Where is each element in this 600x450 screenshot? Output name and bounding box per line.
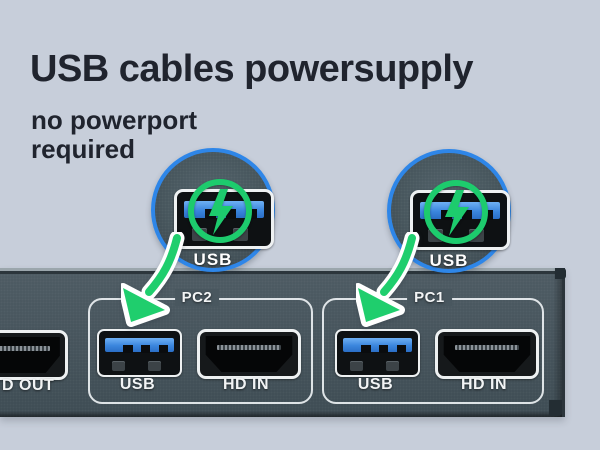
hdmi-in-hole-pc2 — [205, 335, 293, 373]
hdmi-pins-icon — [454, 345, 520, 350]
hdmi-in-label-pc2: HD IN — [222, 376, 270, 393]
subtitle-text: no powerport required — [31, 106, 197, 164]
usb-port-pc2 — [97, 329, 182, 377]
hdmi-pins-icon — [216, 345, 282, 350]
hdmi-in-port-pc1 — [435, 329, 539, 379]
hdmi-pins-icon — [0, 346, 51, 351]
panel-edge-notch-bottom — [549, 400, 562, 416]
callout-usb-label: USB — [193, 250, 233, 269]
hdmi-in-hole-pc1 — [443, 335, 531, 373]
panel-edge-notch-top — [555, 268, 566, 279]
hdmi-in-label-pc1: HD IN — [460, 376, 508, 393]
hdmi-out-port — [0, 330, 68, 380]
subtitle-line-2: required — [31, 134, 136, 164]
port-group-pc1: PC1 — [322, 289, 544, 404]
subtitle-line-1: no powerport — [31, 105, 198, 135]
usb-label-pc2: USB — [119, 376, 156, 393]
arrow-down-left-icon — [121, 232, 185, 327]
lightning-icon — [209, 189, 233, 235]
group-label-pc2: PC2 — [174, 289, 220, 306]
hdmi-in-port-pc2 — [197, 329, 301, 379]
callout-usb-label: USB — [429, 251, 469, 270]
callout-usb-power-right: USB — [387, 149, 511, 273]
arrow-down-left-icon — [356, 232, 420, 327]
group-label-pc1: PC1 — [407, 289, 452, 306]
power-ring-icon — [188, 179, 252, 243]
hdmi-out-label: D OUT — [2, 377, 55, 394]
usb-connector-tab — [342, 338, 413, 354]
usb-port-pc1 — [335, 329, 420, 377]
usb-connector-tab — [104, 338, 175, 354]
power-ring-icon — [424, 180, 488, 244]
panel-right-edge — [553, 268, 562, 417]
usb-label-pc1: USB — [357, 376, 394, 393]
device-panel: D OUT PC2 USB HD IN PC1 — [0, 268, 565, 417]
hdmi-out-hole — [0, 336, 60, 374]
port-group-pc2: PC2 — [88, 289, 313, 404]
page-title: USB cables powersupply — [30, 48, 474, 90]
lightning-icon — [445, 190, 469, 236]
